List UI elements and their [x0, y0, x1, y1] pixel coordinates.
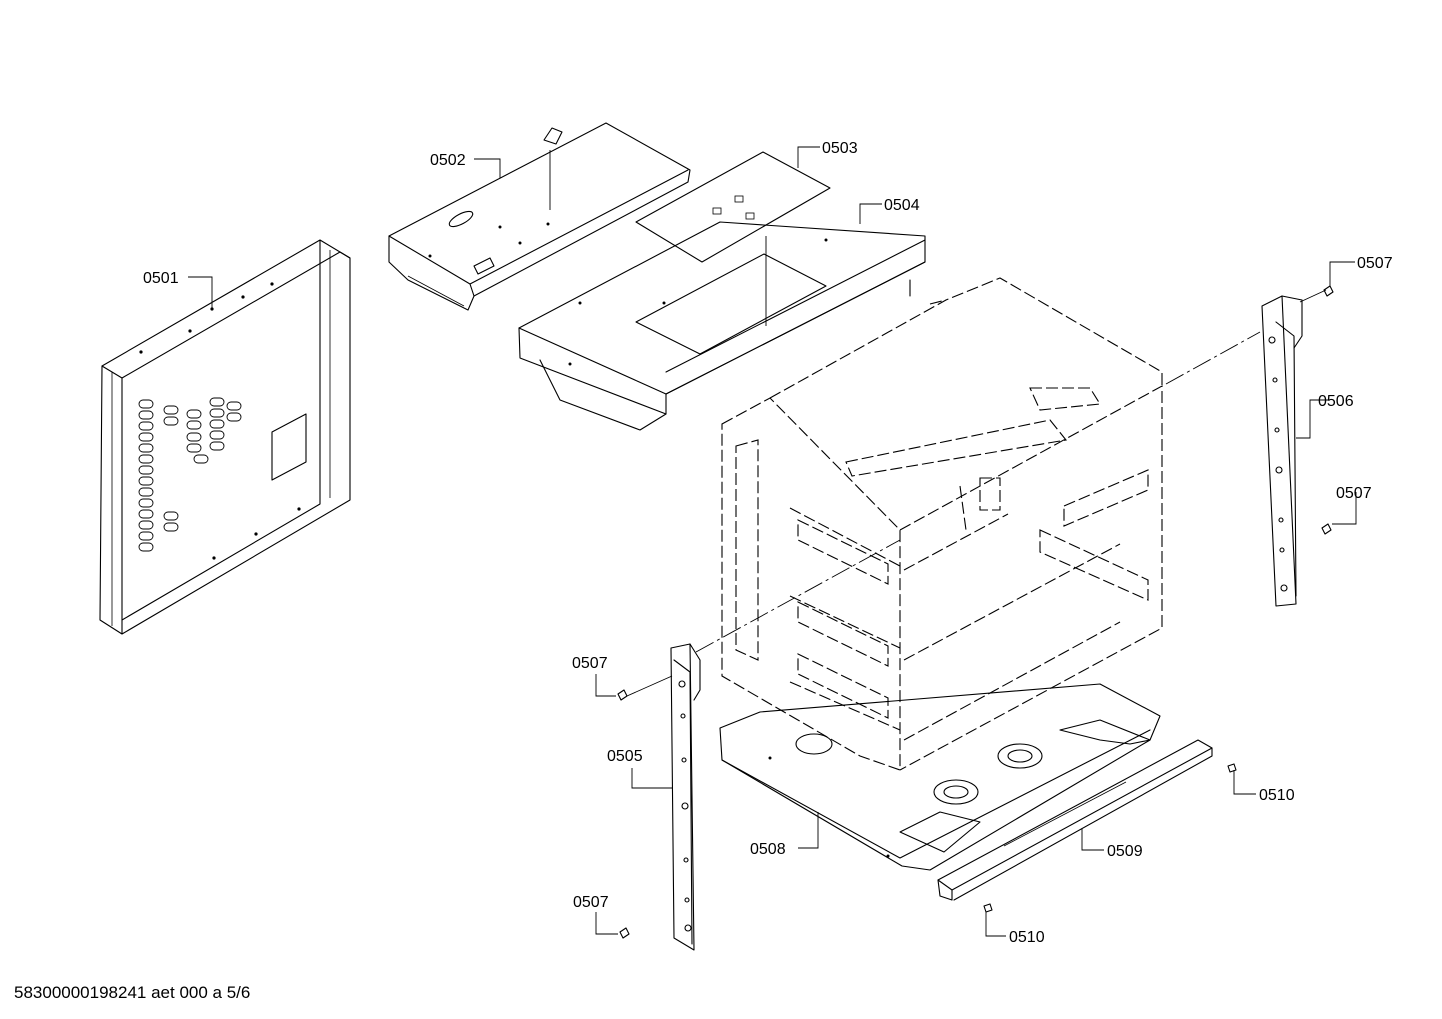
panel-ventilation-slots [138, 397, 242, 552]
part-labels: 0501 0502 0503 0504 0507 0506 0507 0507 … [143, 140, 1393, 946]
part-0508-bottom-plate [719, 683, 1161, 871]
label-0508: 0508 [750, 841, 786, 858]
assembly-guide-lines [549, 150, 1327, 697]
screw-0510-right [1227, 763, 1237, 773]
label-0507-left-lower: 0507 [573, 894, 609, 911]
label-0503: 0503 [822, 140, 858, 157]
part-0502-top-cover [388, 122, 691, 311]
label-0507-left-upper: 0507 [572, 655, 608, 672]
screw-0507-left-upper [617, 689, 628, 701]
label-0510-bottom: 0510 [1009, 929, 1045, 946]
label-0502: 0502 [430, 152, 466, 169]
label-0507-mid-right: 0507 [1336, 485, 1372, 502]
screw-0507-top-right [1323, 285, 1334, 297]
label-0506: 0506 [1318, 393, 1354, 410]
part-0506-right-rail [1261, 295, 1303, 607]
document-code: 58300000198241 aet 000 a 5/6 [14, 983, 250, 1002]
screw-0507-left-lower [619, 927, 630, 939]
label-0507-top-right: 0507 [1357, 255, 1393, 272]
label-0509: 0509 [1107, 843, 1143, 860]
part-0509-front-trim [937, 739, 1213, 901]
screw-0507-mid-right [1321, 523, 1332, 535]
oven-cavity [721, 277, 1163, 771]
part-0504-top-frame [518, 221, 926, 431]
label-0501: 0501 [143, 270, 179, 287]
screw-0510-bottom [983, 903, 993, 913]
label-0505: 0505 [607, 748, 643, 765]
label-0504: 0504 [884, 197, 920, 214]
label-0510-right: 0510 [1259, 787, 1295, 804]
part-0503-insulation-sheet [635, 151, 831, 263]
part-0505-left-rail [670, 643, 701, 951]
part-0501-side-panel [99, 239, 351, 635]
leader-lines [188, 146, 1357, 937]
